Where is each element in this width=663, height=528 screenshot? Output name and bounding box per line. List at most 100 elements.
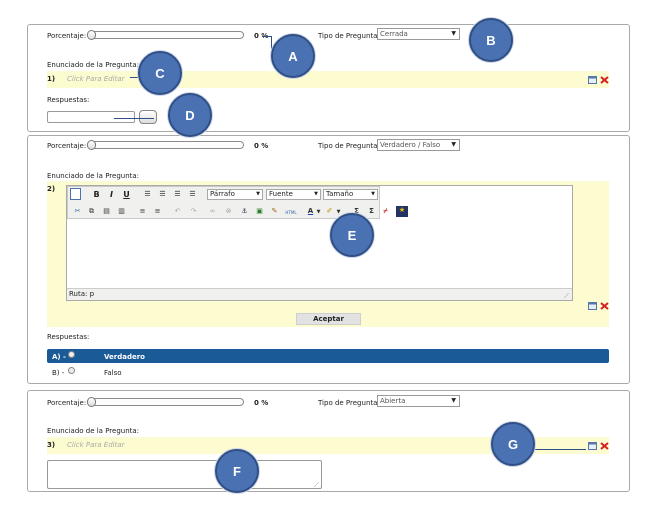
sum-icon[interactable]: Σ bbox=[369, 207, 374, 215]
text-color-icon[interactable]: A bbox=[307, 207, 314, 215]
answer-a-text: Verdadero bbox=[104, 353, 145, 361]
q3-percent-label: Porcentaje: bbox=[47, 399, 87, 407]
editor-path-label: Ruta: p bbox=[69, 290, 95, 298]
answer-b-text: Falso bbox=[104, 369, 122, 377]
callout-b: B bbox=[469, 18, 513, 62]
resize-handle-icon[interactable]: ⟋ bbox=[564, 292, 569, 300]
undo-icon[interactable]: ↶ bbox=[174, 207, 181, 215]
q1-answers-label: Respuestas: bbox=[47, 96, 90, 104]
chevron-down-icon: ▼ bbox=[451, 141, 456, 148]
delete-icon[interactable] bbox=[600, 442, 609, 450]
format-value: Párrafo bbox=[210, 190, 235, 198]
q1-type-label: Tipo de Pregunta: bbox=[318, 32, 380, 40]
q1-percent-value: 0 % bbox=[254, 32, 269, 40]
callout-c: C bbox=[138, 51, 182, 95]
q3-number: 3) bbox=[47, 441, 56, 449]
resize-handle-icon[interactable]: ⟋ bbox=[314, 481, 319, 489]
chevron-down-icon[interactable]: ▼ bbox=[336, 209, 341, 215]
q3-percent-slider[interactable] bbox=[87, 397, 244, 407]
align-right-icon[interactable]: ☰ bbox=[174, 190, 181, 198]
redo-icon[interactable]: ↷ bbox=[190, 207, 197, 215]
answer-b-radio[interactable] bbox=[68, 367, 75, 374]
media-icon[interactable]: ★ bbox=[396, 206, 408, 217]
editor-statusbar bbox=[67, 288, 572, 300]
paste-word-icon[interactable]: ▥ bbox=[118, 207, 125, 215]
add-answer-button[interactable] bbox=[139, 110, 157, 124]
q2-number: 2) bbox=[47, 185, 56, 193]
chevron-down-icon[interactable]: ▼ bbox=[316, 209, 321, 215]
edit-window-icon[interactable] bbox=[588, 76, 597, 84]
answer-row-selected[interactable] bbox=[47, 349, 609, 363]
q1-percent-label: Porcentaje: bbox=[47, 32, 87, 40]
q3-type-select[interactable]: Abierta ▼ bbox=[377, 395, 460, 407]
q1-statement-row[interactable] bbox=[47, 71, 609, 88]
cut-icon[interactable]: ✂ bbox=[74, 207, 81, 215]
q2-percent-slider[interactable] bbox=[87, 140, 244, 150]
delete-icon[interactable] bbox=[600, 302, 609, 310]
html-icon[interactable]: HTML bbox=[285, 210, 297, 215]
chevron-down-icon: ▼ bbox=[371, 191, 375, 197]
image-icon[interactable]: ▣ bbox=[256, 207, 263, 215]
font-select[interactable]: Fuente ▼ bbox=[266, 189, 321, 200]
chevron-down-icon: ▼ bbox=[256, 191, 260, 197]
size-select[interactable]: Tamaño ▼ bbox=[323, 189, 378, 200]
q2-percent-label: Porcentaje: bbox=[47, 142, 87, 150]
q1-statement-placeholder[interactable]: Click Para Editar bbox=[67, 75, 125, 83]
format-select[interactable]: Párrafo ▼ bbox=[207, 189, 263, 200]
q3-statement-label: Enunciado de la Pregunta: bbox=[47, 427, 140, 435]
link-icon[interactable]: ∞ bbox=[209, 207, 216, 215]
chevron-down-icon: ▼ bbox=[314, 191, 318, 197]
bullet-list-icon[interactable]: ≡ bbox=[139, 207, 146, 215]
q3-type-value: Abierta bbox=[380, 397, 406, 405]
q3-statement-row[interactable] bbox=[47, 437, 609, 454]
special-char-icon[interactable]: ⌿ bbox=[383, 207, 388, 215]
chevron-down-icon: ▼ bbox=[451, 30, 456, 37]
q1-number: 1) bbox=[47, 75, 56, 83]
q2-slider-knob[interactable] bbox=[87, 140, 96, 150]
subscript-icon[interactable]: Σ bbox=[354, 207, 359, 215]
q1-percent-slider[interactable] bbox=[87, 30, 244, 40]
chevron-down-icon: ▼ bbox=[451, 397, 456, 404]
editor-content-area[interactable] bbox=[67, 220, 572, 288]
align-center-icon[interactable]: ☰ bbox=[159, 190, 166, 198]
accept-button[interactable]: Aceptar bbox=[296, 313, 361, 325]
q1-slider-knob[interactable] bbox=[87, 30, 96, 40]
q2-type-value: Verdadero / Falso bbox=[380, 141, 441, 149]
cleanup-icon[interactable]: ✎ bbox=[271, 207, 278, 215]
bold-button[interactable]: B bbox=[93, 190, 100, 199]
answer-b-letter: B) - bbox=[52, 369, 65, 377]
q3-slider-knob[interactable] bbox=[87, 397, 96, 407]
copy-icon[interactable]: ⧉ bbox=[89, 207, 94, 215]
anchor-icon[interactable]: ⚓ bbox=[241, 207, 248, 215]
numbered-list-icon[interactable]: ≡ bbox=[154, 207, 161, 215]
delete-icon[interactable] bbox=[600, 76, 609, 84]
q2-type-label: Tipo de Pregunta: bbox=[318, 142, 380, 150]
callout-c-connector bbox=[130, 77, 140, 78]
size-value: Tamaño bbox=[326, 190, 354, 198]
callout-g: G bbox=[491, 422, 535, 466]
q1-type-value: Cerrada bbox=[380, 30, 408, 38]
paste-icon[interactable]: ▤ bbox=[103, 207, 110, 215]
callout-a-connector bbox=[262, 36, 272, 37]
align-left-icon[interactable]: ☰ bbox=[144, 190, 151, 198]
q3-answer-textarea[interactable] bbox=[47, 460, 322, 489]
q1-type-select[interactable]: Cerrada ▼ bbox=[377, 28, 460, 40]
align-justify-icon[interactable]: ☰ bbox=[189, 190, 196, 198]
q2-statement-label: Enunciado de la Pregunta: bbox=[47, 172, 140, 180]
q2-percent-value: 0 % bbox=[254, 142, 269, 150]
edit-window-icon[interactable] bbox=[588, 442, 597, 450]
q1-statement-label: Enunciado de la Pregunta: bbox=[47, 61, 140, 69]
unlink-icon[interactable]: ⊗ bbox=[225, 207, 232, 215]
new-document-icon[interactable] bbox=[70, 188, 81, 200]
q3-percent-value: 0 % bbox=[254, 399, 269, 407]
q2-type-select[interactable]: Verdadero / Falso ▼ bbox=[377, 139, 460, 151]
q3-statement-placeholder[interactable]: Click Para Editar bbox=[67, 441, 125, 449]
q2-answers-label: Respuestas: bbox=[47, 333, 90, 341]
italic-button[interactable]: I bbox=[110, 190, 113, 199]
q1-answer-input[interactable] bbox=[47, 111, 135, 123]
highlight-color-icon[interactable]: ✐ bbox=[326, 207, 333, 215]
edit-window-icon[interactable] bbox=[588, 302, 597, 310]
underline-button[interactable]: U bbox=[123, 190, 130, 199]
answer-a-radio[interactable] bbox=[68, 351, 75, 358]
font-value: Fuente bbox=[269, 190, 293, 198]
